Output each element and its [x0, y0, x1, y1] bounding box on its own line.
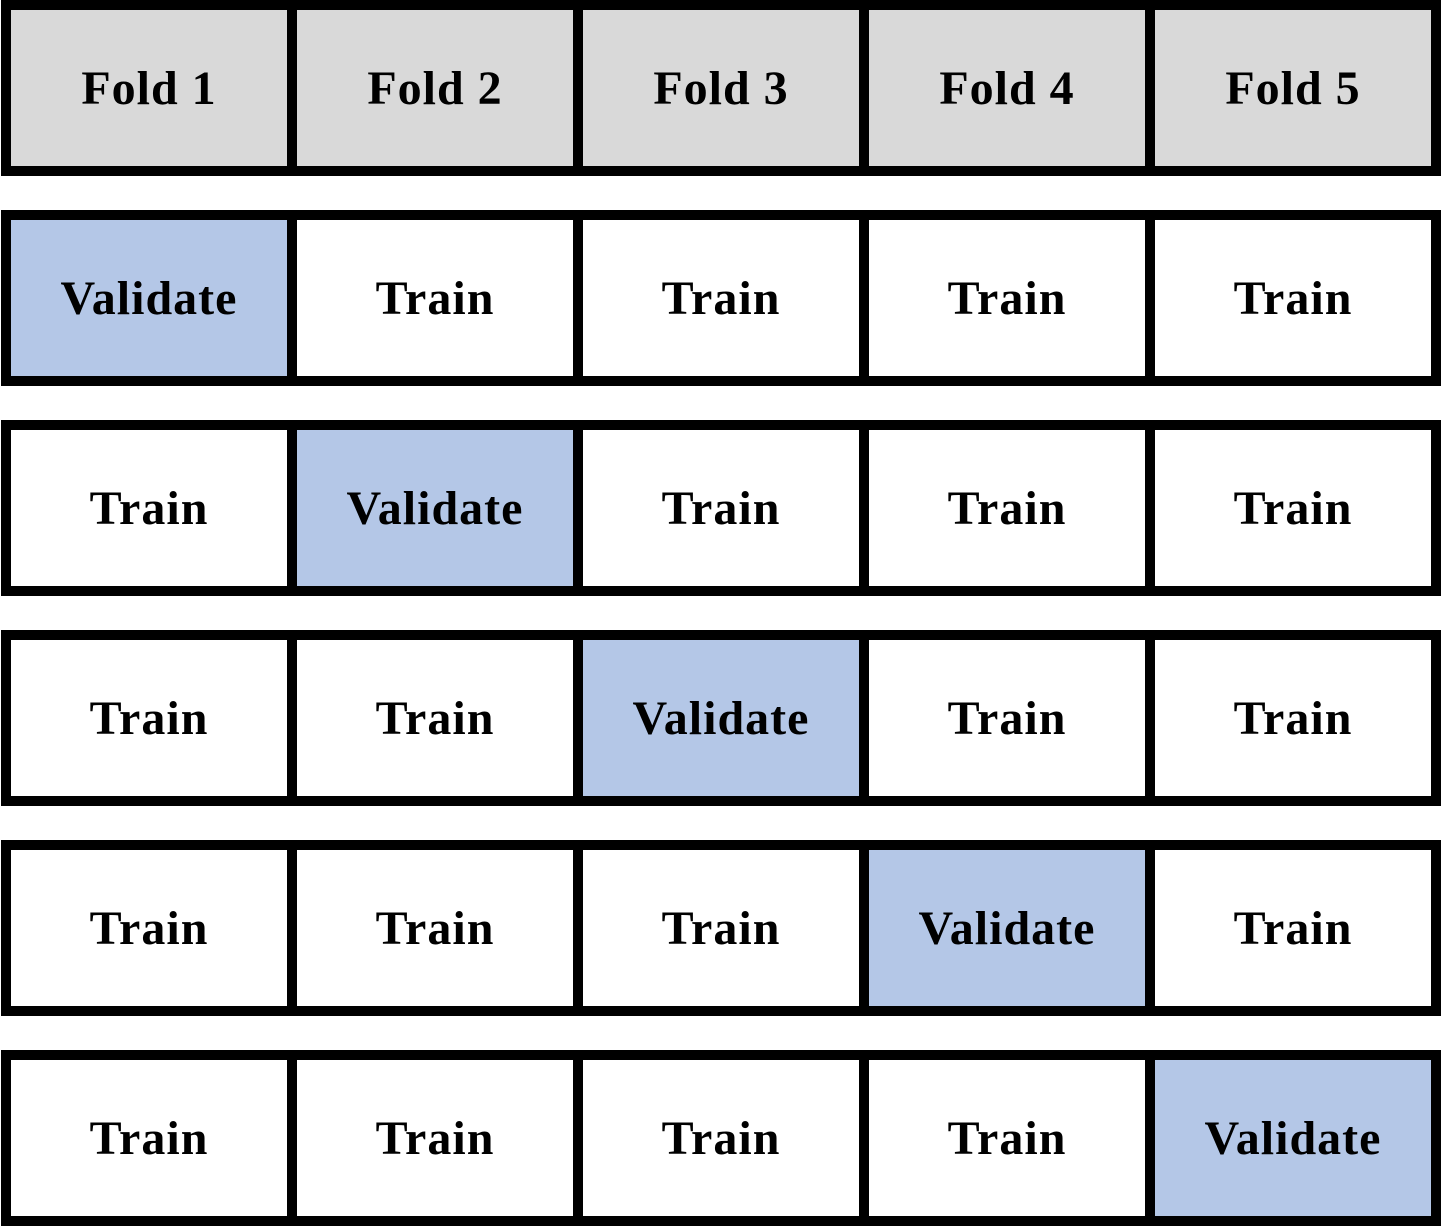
validate-cell: Validate [11, 220, 287, 376]
validate-cell: Validate [297, 430, 573, 586]
fold-header-4: Fold 4 [869, 10, 1145, 166]
train-cell: Train [297, 220, 573, 376]
train-cell: Train [297, 640, 573, 796]
train-cell: Train [11, 430, 287, 586]
train-cell: Train [869, 430, 1145, 586]
iteration-row-1: Validate Train Train Train Train [1, 210, 1441, 386]
train-cell: Train [583, 220, 859, 376]
train-cell: Train [11, 850, 287, 1006]
fold-header-2: Fold 2 [297, 10, 573, 166]
train-cell: Train [869, 220, 1145, 376]
iteration-row-3: Train Train Validate Train Train [1, 630, 1441, 806]
train-cell: Train [583, 850, 859, 1006]
train-cell: Train [583, 1060, 859, 1216]
validate-cell: Validate [1155, 1060, 1431, 1216]
train-cell: Train [11, 1060, 287, 1216]
fold-header-1: Fold 1 [11, 10, 287, 166]
validate-cell: Validate [869, 850, 1145, 1006]
train-cell: Train [1155, 430, 1431, 586]
train-cell: Train [297, 1060, 573, 1216]
iteration-row-2: Train Validate Train Train Train [1, 420, 1441, 596]
fold-header-5: Fold 5 [1155, 10, 1431, 166]
validate-cell: Validate [583, 640, 859, 796]
fold-header-row: Fold 1 Fold 2 Fold 3 Fold 4 Fold 5 [1, 0, 1441, 176]
train-cell: Train [869, 1060, 1145, 1216]
iteration-row-5: Train Train Train Train Validate [1, 1050, 1441, 1226]
fold-header-3: Fold 3 [583, 10, 859, 166]
iteration-row-4: Train Train Train Validate Train [1, 840, 1441, 1016]
train-cell: Train [583, 430, 859, 586]
train-cell: Train [869, 640, 1145, 796]
train-cell: Train [1155, 850, 1431, 1006]
train-cell: Train [297, 850, 573, 1006]
train-cell: Train [1155, 220, 1431, 376]
train-cell: Train [11, 640, 287, 796]
train-cell: Train [1155, 640, 1431, 796]
